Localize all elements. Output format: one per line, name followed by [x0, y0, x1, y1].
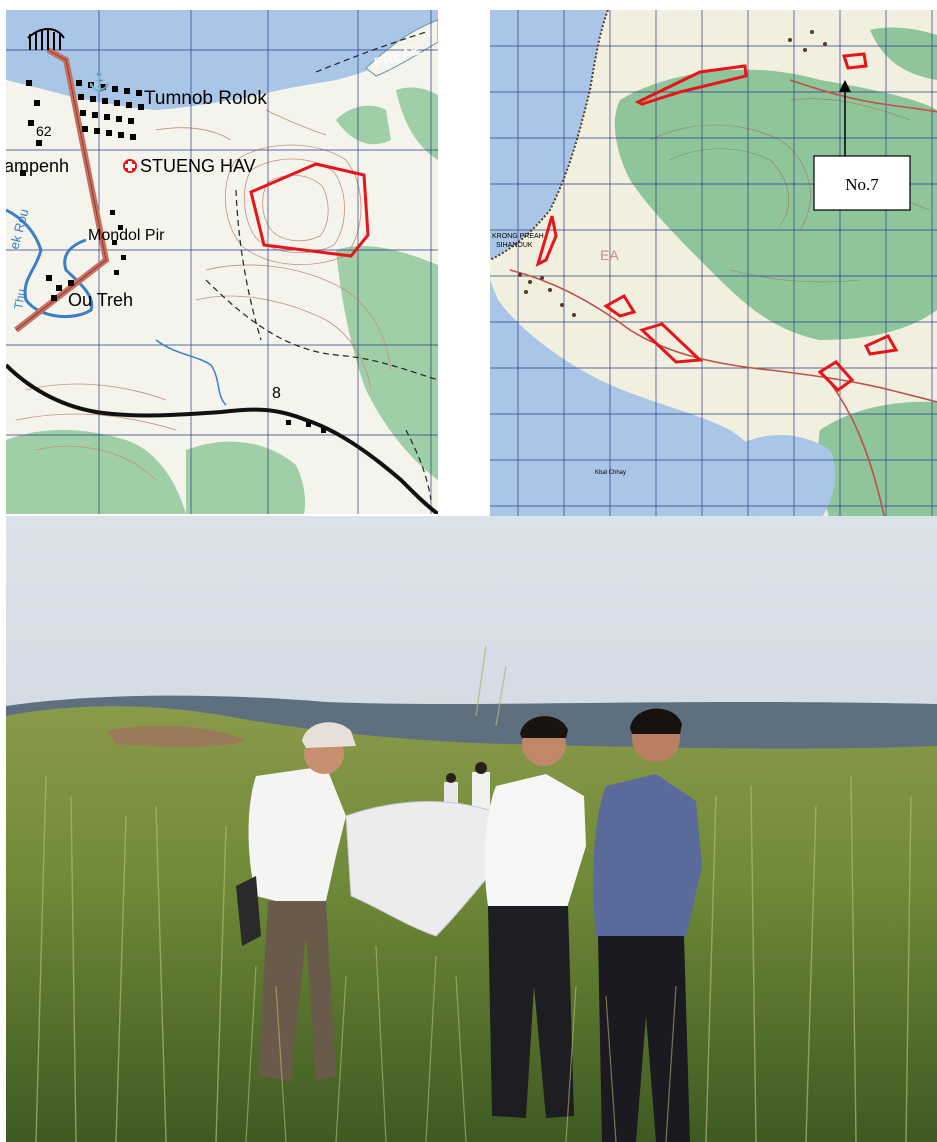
label-spot-62: 62 — [36, 123, 52, 139]
stream — [155, 339, 227, 406]
label-stueng-hav: STUENG HAV — [140, 156, 256, 176]
label-route-8: 8 — [272, 385, 281, 402]
forest-patch-e — [336, 245, 438, 480]
forest-patch-sw — [6, 429, 186, 514]
forest-patch-s — [186, 441, 306, 514]
pier-icon — [27, 28, 65, 50]
site-outline-5 — [863, 334, 899, 356]
coastline — [490, 10, 609, 261]
site-outline-1 — [634, 64, 748, 106]
lagoon — [729, 435, 836, 520]
person-right — [593, 708, 702, 1142]
label-ea: EA — [600, 247, 619, 263]
foreground-grass — [245, 945, 677, 1142]
map-grid — [6, 10, 438, 514]
callout-label: No.7 — [845, 175, 879, 194]
red-road-edge — [15, 49, 107, 331]
tracks — [205, 31, 438, 501]
label-river-thu: Thu — [11, 288, 28, 311]
forest-patch-ne2 — [396, 87, 438, 160]
settlement-blocks — [20, 80, 326, 433]
label-tumnob-rolok: Tumnob Rolok — [144, 88, 267, 109]
label-krong-preah: KRONG PREAH — [492, 233, 544, 240]
label-mondol-pir: Mondol Pir — [88, 227, 165, 244]
label-ou-treh: Ou Treh — [68, 290, 133, 310]
anchor-icon: ⚓ — [88, 71, 110, 92]
town-dots — [518, 30, 827, 317]
grass-field — [6, 706, 937, 1142]
person-left — [236, 722, 356, 1081]
site-outline-2 — [535, 215, 558, 267]
left-map-svg: ⚓ Tumnob Rolok STUENG HAV ampenh Mondol … — [6, 10, 438, 514]
river — [6, 208, 94, 319]
field-survey-photo — [6, 516, 937, 1142]
label-ampenh: ampenh — [6, 156, 69, 176]
site-outline-4 — [639, 322, 704, 364]
forest-north — [870, 27, 937, 80]
sea-area — [6, 10, 438, 110]
hospital-cross-icon — [123, 159, 137, 173]
person-middle — [484, 716, 586, 1118]
soil-patch — [106, 725, 246, 747]
left-topographic-map: ⚓ Tumnob Rolok STUENG HAV ampenh Mondol … — [6, 10, 438, 514]
grid-right — [490, 10, 937, 520]
right-topographic-map: KRONG PREAH SIHANOUK EA Kbal Chhay No.7 — [490, 10, 937, 520]
site-outline-7 — [841, 52, 868, 70]
site-outlines — [535, 52, 899, 392]
callout-arrow-head — [839, 80, 851, 92]
forest-patch-ne — [336, 105, 391, 145]
main-road — [6, 363, 438, 514]
photo-svg — [6, 516, 937, 1142]
site-outline-3 — [603, 293, 637, 318]
site-outline-red — [249, 162, 370, 258]
right-map-svg: KRONG PREAH SIHANOUK EA Kbal Chhay No.7 — [490, 10, 937, 520]
callout-box — [813, 155, 911, 211]
forest-main — [614, 69, 937, 340]
label-cape: Kbal Chhay — [595, 470, 626, 476]
label-sihanouk: SIHANOUK — [496, 242, 533, 249]
site-outline-6 — [817, 360, 855, 392]
contour-lines — [15, 109, 392, 481]
grass-stalks — [35, 645, 912, 1142]
forest-south — [818, 401, 937, 520]
